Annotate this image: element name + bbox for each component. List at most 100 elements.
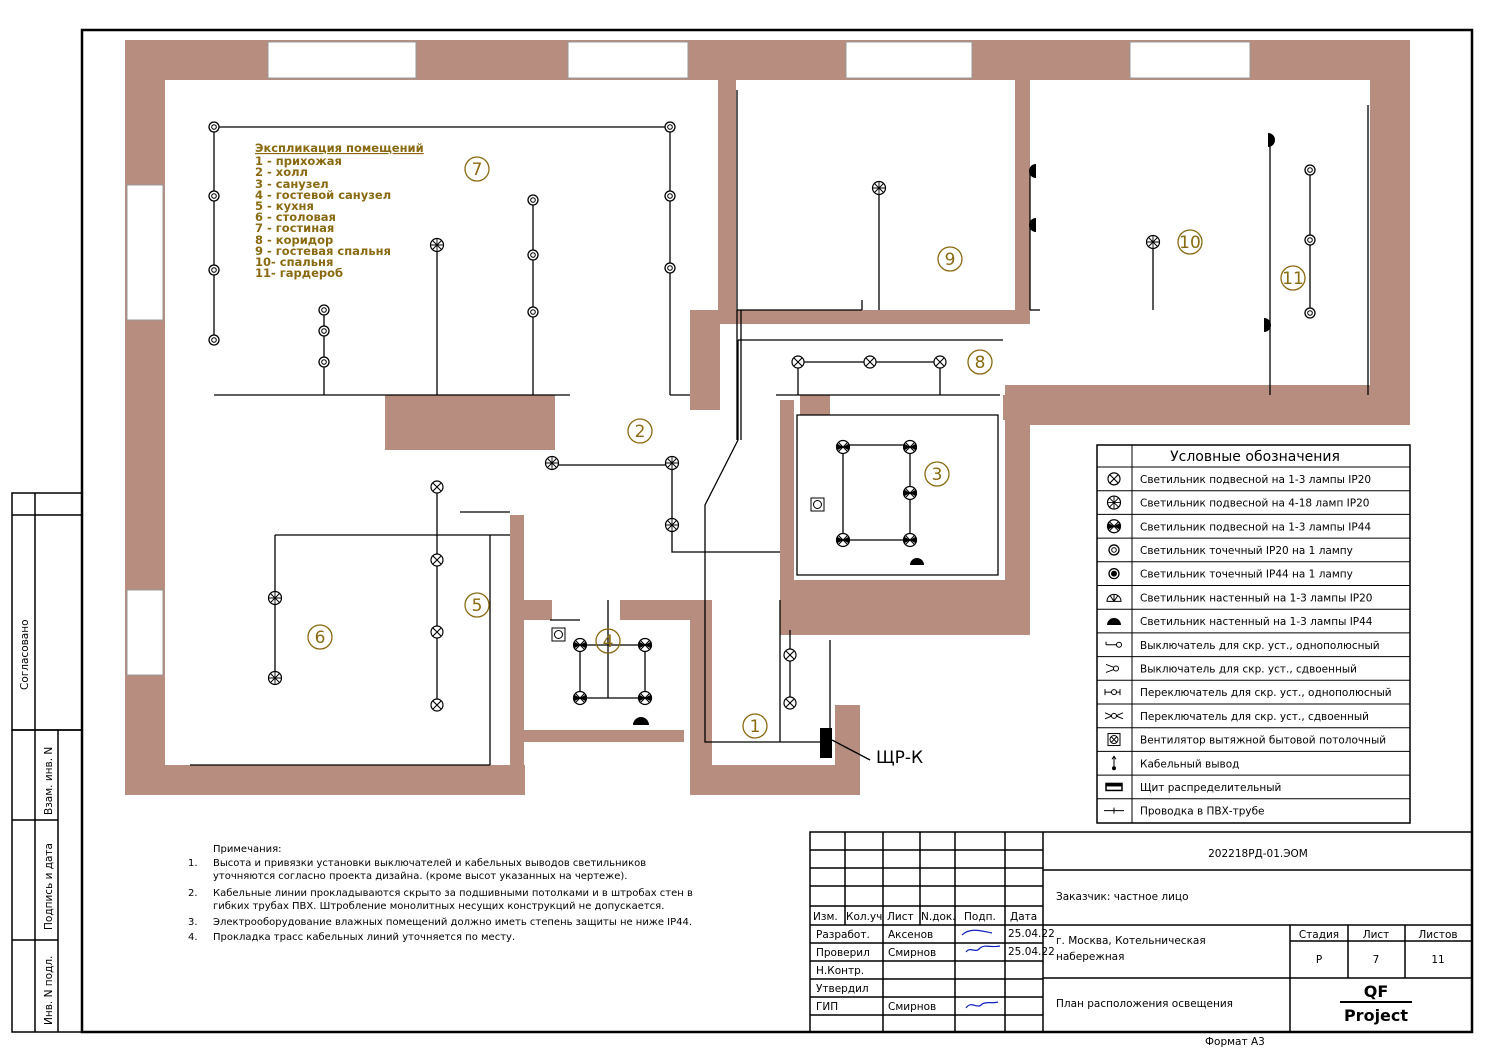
room-number: 7 [472,160,483,180]
explication-room: 11- гардероб [255,266,343,280]
company-logo-line: Project [1344,1006,1408,1025]
changeover-single-icon [1104,689,1121,696]
explication-room: 10- спальня [255,255,333,269]
explication-room: 7 - гостиная [255,221,334,235]
windows [126,41,1251,676]
tb-name: Смирнов [888,947,936,959]
tb-role: Н.Контр. [816,965,864,977]
tb-role: Утвердил [816,983,869,995]
tb-date: 25.04.22 [1008,928,1055,940]
tb-role: Разработ. [816,929,870,941]
stage-label: Стадия [1299,929,1339,941]
tb-header: Лист [887,911,914,923]
fan-icon [1107,733,1121,747]
spot-ip44-icon [1108,568,1120,580]
notes-title: Примечания: [213,844,282,855]
wiring [190,90,1369,766]
note-line: Прокладка трасс кабельных линий уточняет… [213,932,515,943]
note-number: 2. [188,888,198,899]
room-number: 5 [472,596,483,616]
wall-ip20-icon [1106,593,1122,602]
note-line: гибких трубах ПВХ. Штробление монолитных… [213,901,664,912]
tb-role: ГИП [816,1001,838,1013]
legend-item-label: Выключатель для скр. уст., однополюсный [1140,640,1380,652]
note-number: 3. [188,917,198,928]
legend-item-label: Вентилятор вытяжной бытовой потолочный [1140,735,1386,747]
tb-date: 25.04.22 [1008,946,1055,958]
room-number: 2 [635,422,646,442]
address-line: г. Москва, Котельническая [1056,935,1206,947]
tb-header: Дата [1010,911,1037,923]
paper-format: Формат А3 [1205,1036,1265,1048]
legend-item-label: Выключатель для скр. уст., сдвоенный [1140,663,1357,675]
tb-role: Проверил [816,947,870,959]
legend-title: Условные обозначения [1170,449,1340,465]
sheet-value: 7 [1373,954,1380,966]
legend-item-label: Светильник точечный IP44 на 1 лампу [1140,569,1353,581]
room-number: 3 [932,465,943,485]
explication-room: 8 - коридор [255,233,333,247]
note-line: Высота и привязки установки выключателей… [213,858,646,869]
tb-name: Аксенов [888,929,933,941]
switch-double-icon [1105,663,1119,673]
room-numbers [307,156,1306,739]
sheets-label: Листов [1418,929,1457,941]
doc-code: 202218РД-01.ЭОМ [1208,848,1308,860]
explication-room: 3 - санузел [255,177,329,191]
legend-item-label: Светильник настенный на 1-3 лампы IP44 [1140,616,1373,628]
sheet-label: Лист [1363,929,1390,941]
note-number: 1. [188,858,198,869]
room-number: 10 [1179,233,1201,253]
sheet-title: План расположения освещения [1056,998,1233,1010]
tb-header: Изм. [813,911,838,923]
stamp-inv-podl: Инв. N подл. [43,956,55,1025]
explication-room: 5 - кухня [255,199,314,213]
legend: Условные обозначения Светильник подвесно… [1096,444,1411,824]
room-explication: Экспликация помещений 1 - прихожая 2 - х… [255,141,424,280]
legend-item-label: Проводка в ПВХ-трубе [1140,806,1265,818]
legend-item-label: Светильник подвесной на 1-3 лампы IP20 [1140,474,1371,486]
side-stamp [11,492,83,1033]
explication-room: 2 - холл [255,165,308,179]
company-logo-line: QF [1364,982,1389,1001]
panel-icon [1105,782,1123,792]
distribution-panel-label: ЩР-К [876,748,923,768]
wall-ip44-icon [1107,618,1121,626]
legend-item-label: Переключатель для скр. уст., сдвоенный [1140,711,1369,723]
legend-item-label: Светильник подвесной на 4-18 ламп IP20 [1140,498,1369,510]
luminaires [208,121,1316,761]
legend-item-label: Переключатель для скр. уст., однополюсны… [1140,687,1392,699]
room-number: 4 [603,632,614,652]
stamp-signature-date: Подпись и дата [43,843,55,930]
stamp-inv-vzam: Взам. инв. N [43,747,55,815]
legend-item-label: Светильник настенный на 1-3 лампы IP20 [1140,592,1373,604]
spot-ip20-icon [1108,544,1120,556]
explication-room: 4 - гостевой санузел [255,188,391,202]
legend-item-label: Светильник подвесной на 1-3 лампы IP44 [1140,521,1371,533]
legend-item-label: Щит распределительный [1140,782,1281,794]
tb-name: Смирнов [888,1001,936,1013]
legend-item-label: Кабельный вывод [1140,758,1239,770]
stamp-agreed: Согласовано [19,619,31,690]
title-block-text: 202218РД-01.ЭОМ Заказчик: частное лицо г… [813,848,1458,1048]
note-line: Кабельные линии прокладываются скрыто за… [213,888,693,899]
signature-icon [961,929,1001,1009]
cable-outlet-icon [1111,755,1117,771]
tb-header: N.док. [921,911,956,923]
address-line: набережная [1056,951,1124,963]
note-line: Электрооборудование влажных помещений до… [213,917,692,928]
explication-room: 9 - гостевая спальня [255,244,391,258]
pendant-ip44-icon [1106,519,1122,534]
legend-item-label: Светильник точечный IP20 на 1 лампу [1140,545,1353,557]
notes: Примечания: 1. Высота и привязки установ… [188,844,693,943]
room-number: 1 [750,717,761,737]
changeover-double-icon [1104,712,1124,720]
room-number: 8 [975,353,986,373]
pvc-wiring-icon [1104,807,1124,814]
title-block [809,831,1473,1033]
explication-room: 6 - столовая [255,210,336,224]
pendant-ip20-4-18-icon [1106,495,1122,510]
room-number: 6 [315,628,326,648]
room-number: 11 [1282,269,1304,289]
